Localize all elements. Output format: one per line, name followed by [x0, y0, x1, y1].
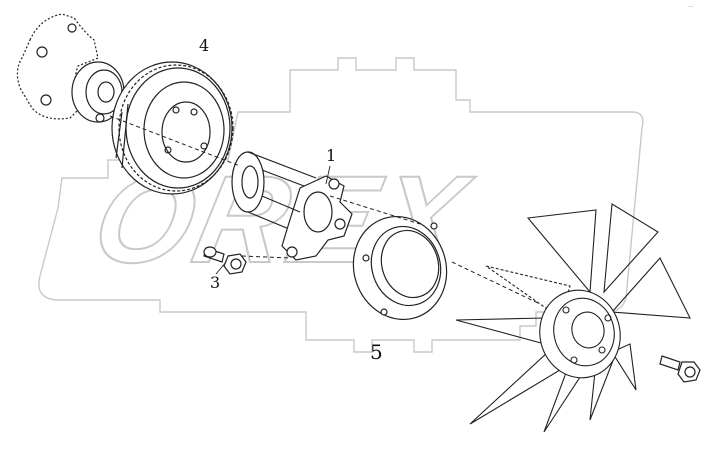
corner-mark: --- — [688, 4, 694, 10]
callout-leader-lines — [215, 165, 331, 275]
pulley-bracket — [16, 13, 125, 123]
pulley — [111, 61, 234, 195]
callout-number-3: 3 — [210, 273, 221, 292]
callout-number-5: 5 — [370, 340, 383, 364]
fan-bolt — [659, 355, 701, 383]
assembly-axis-lines — [109, 115, 541, 305]
fan-drive-shaft — [231, 151, 353, 261]
callout-number-1: 1 — [326, 146, 337, 165]
callout-number-4: 4 — [199, 36, 210, 55]
bolt-and-washer — [203, 246, 247, 275]
cooling-fan — [455, 203, 691, 433]
spacer-ring — [352, 215, 448, 321]
